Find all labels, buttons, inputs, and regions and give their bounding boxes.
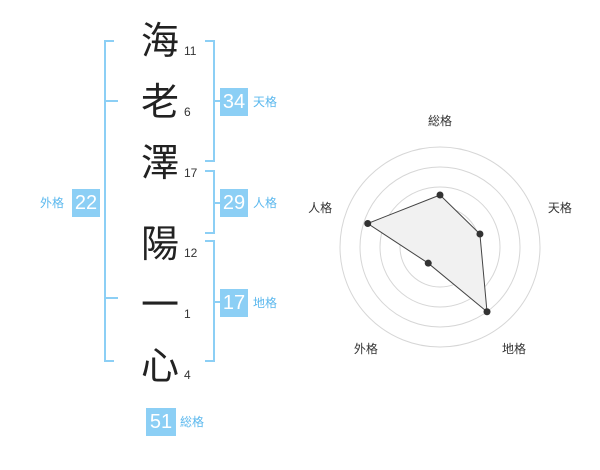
name-char-4: 陽 [140,222,179,266]
radar-area [366,194,488,313]
gaikaku-value: 22 [72,189,100,217]
stroke-count-5: 1 [184,307,191,321]
jinkaku-stub [213,202,223,204]
jinkaku-value: 29 [220,189,248,217]
radar-point [483,308,491,316]
soukaku-value: 51 [146,408,176,436]
name-char-6: 心 [140,344,179,388]
stroke-count-6: 4 [184,368,191,382]
name-char-3: 澤 [140,141,179,185]
radar-axis-label: 地格 [502,341,526,356]
radar-axis-label: 総格 [428,113,452,128]
stroke-count-4: 12 [184,246,198,260]
stroke-count-1: 11 [184,44,197,58]
radar-points [364,191,491,316]
radar-point [476,230,484,238]
radar-point [436,191,444,199]
gaikaku-label: 外格 [40,196,65,210]
stroke-count-3: 17 [184,166,198,180]
gaikaku-bracket [104,40,114,362]
tenkaku-stub [213,100,223,102]
name-char-5: 一 [140,283,179,327]
radar-ring [339,146,541,348]
tenkaku-label: 天格 [253,95,278,109]
name-char-1: 海 [140,19,179,63]
chikaku-label: 地格 [253,296,278,310]
radar-point [424,259,432,267]
soukaku-label: 総格 [180,415,205,429]
radar-axis-label: 外格 [354,341,378,356]
chikaku-value: 17 [220,289,248,317]
radar-ring [359,166,521,328]
radar-axis-label: 天格 [548,200,572,215]
jinkaku-label: 人格 [253,196,278,210]
stroke-count-2: 6 [184,105,191,119]
chikaku-stub [213,301,223,303]
gaikaku-stub-top [104,100,118,102]
name-char-2: 老 [140,80,179,124]
radar-axis-label: 人格 [308,200,332,215]
radar-point [364,220,372,228]
tenkaku-value: 34 [220,88,248,116]
radar-ring [379,186,501,308]
gaikaku-stub-bottom [104,297,118,299]
